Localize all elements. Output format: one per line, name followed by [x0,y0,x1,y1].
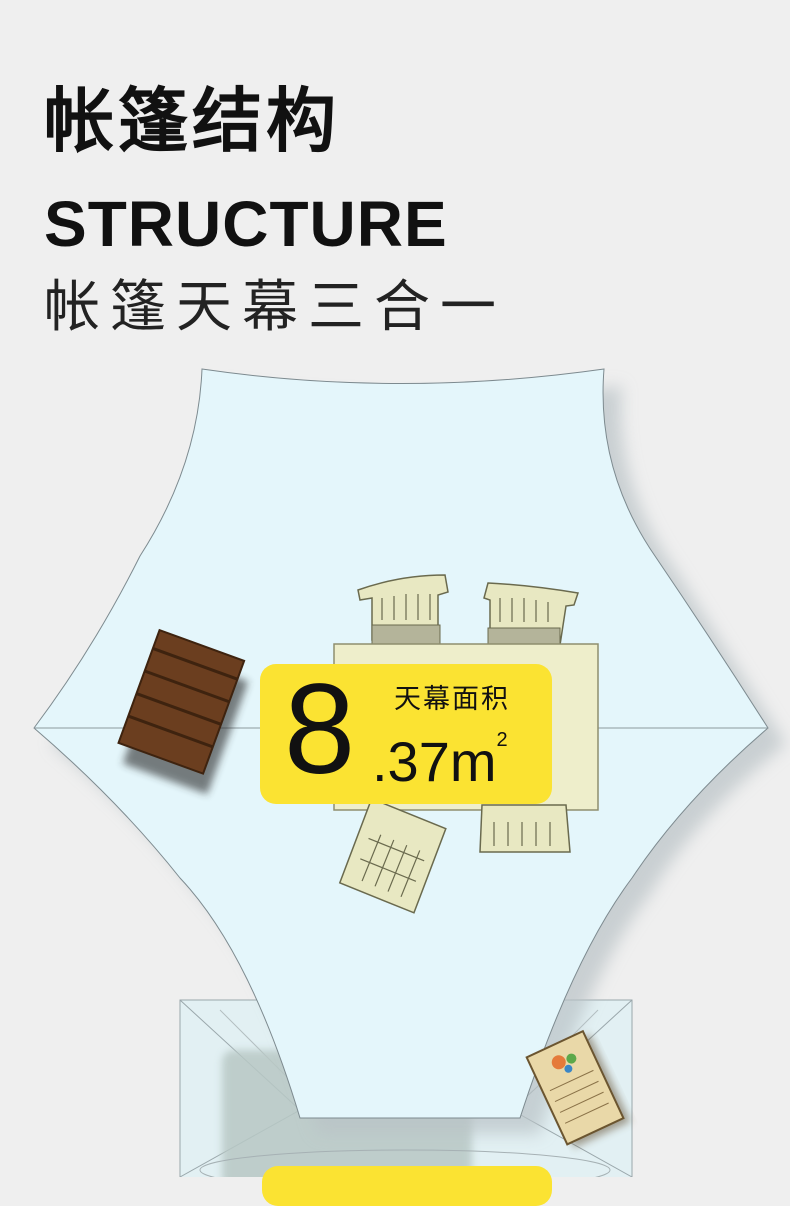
tent-scene [33,368,786,1177]
area-decimal-text: .37m [372,730,497,793]
canopy-area-badge: 8 天幕面积 .37m2 [260,664,552,804]
page-title: 帐篷结构 [44,80,340,162]
area-decimal: .37m2 [372,730,508,790]
page-title-en: STRUCTURE [44,188,448,260]
chair-icon [338,797,447,914]
second-area-badge [262,1166,552,1206]
area-label: 天幕面积 [394,684,510,715]
bench-icon [117,628,249,795]
chair-icon [479,804,571,853]
chair-icon [483,582,579,649]
area-unit-sup: 2 [496,729,508,751]
book-icon [525,1029,631,1148]
area-integer: 8 [284,658,356,801]
page-subtitle: 帐篷天幕三合一 [44,275,506,340]
chair-icon [357,574,449,646]
